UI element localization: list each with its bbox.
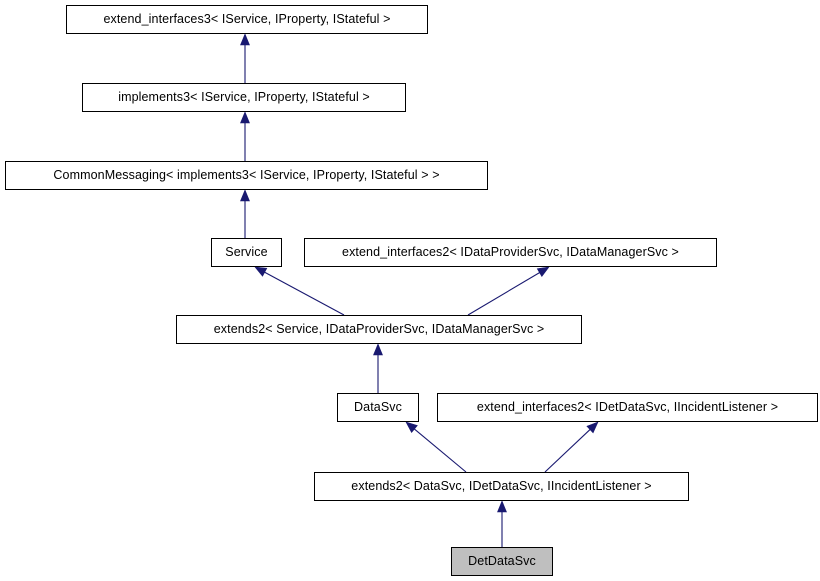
class-node-label: DataSvc xyxy=(354,400,402,415)
edge-arrowhead-icon xyxy=(586,421,599,434)
inheritance-edge-extends2_datasvc-to-extend_interfaces2_det xyxy=(544,421,599,473)
class-node-implements3[interactable]: implements3< IService, IProperty, IState… xyxy=(82,83,406,112)
edge-arrowhead-icon xyxy=(405,421,418,434)
class-node-extend_interfaces3[interactable]: extend_interfaces3< IService, IProperty,… xyxy=(66,5,428,34)
inheritance-edge-implements3-to-extend_interfaces3 xyxy=(240,33,250,83)
class-node-common_messaging[interactable]: CommonMessaging< implements3< IService, … xyxy=(5,161,488,190)
edge-line xyxy=(467,272,540,316)
class-node-detdatasvc[interactable]: DetDataSvc xyxy=(451,547,553,576)
class-node-label: CommonMessaging< implements3< IService, … xyxy=(53,168,440,183)
class-node-extends2_datasvc[interactable]: extends2< DataSvc, IDetDataSvc, IInciden… xyxy=(314,472,689,501)
inheritance-edge-extends2_service-to-extend_interfaces2_data xyxy=(467,266,550,316)
edge-arrowhead-icon xyxy=(373,343,383,356)
edge-arrowhead-icon xyxy=(240,33,250,46)
class-node-label: extend_interfaces3< IService, IProperty,… xyxy=(103,12,391,27)
inheritance-edge-common_messaging-to-implements3 xyxy=(240,111,250,161)
inheritance-edge-datasvc-to-extends2_service xyxy=(373,343,383,393)
class-node-extends2_service[interactable]: extends2< Service, IDataProviderSvc, IDa… xyxy=(176,315,582,344)
edge-line xyxy=(264,271,345,316)
class-node-label: extend_interfaces2< IDetDataSvc, IIncide… xyxy=(476,400,779,415)
edge-line xyxy=(414,428,467,473)
inheritance-edge-service-to-common_messaging xyxy=(240,189,250,238)
class-node-datasvc[interactable]: DataSvc xyxy=(337,393,419,422)
edge-arrowhead-icon xyxy=(497,500,507,513)
inheritance-edge-detdatasvc-to-extends2_datasvc xyxy=(497,500,507,547)
class-node-label: extends2< Service, IDataProviderSvc, IDa… xyxy=(213,322,545,337)
class-node-extend_interfaces2_det[interactable]: extend_interfaces2< IDetDataSvc, IIncide… xyxy=(437,393,818,422)
class-node-service[interactable]: Service xyxy=(211,238,282,267)
edge-arrowhead-icon xyxy=(536,266,550,278)
class-node-extend_interfaces2_data[interactable]: extend_interfaces2< IDataProviderSvc, ID… xyxy=(304,238,717,267)
edge-arrowhead-icon xyxy=(240,189,250,202)
class-node-label: extend_interfaces2< IDataProviderSvc, ID… xyxy=(342,245,679,260)
edge-arrowhead-icon xyxy=(240,111,250,124)
inheritance-edge-extends2_service-to-service xyxy=(254,266,345,316)
edge-line xyxy=(544,429,591,473)
inheritance-edge-extends2_datasvc-to-datasvc xyxy=(405,421,467,473)
class-node-label: Service xyxy=(225,245,268,260)
class-node-label: DetDataSvc xyxy=(468,554,536,569)
class-node-label: extends2< DataSvc, IDetDataSvc, IInciden… xyxy=(351,479,652,494)
edge-arrowhead-icon xyxy=(254,266,268,277)
class-node-label: implements3< IService, IProperty, IState… xyxy=(118,90,370,105)
